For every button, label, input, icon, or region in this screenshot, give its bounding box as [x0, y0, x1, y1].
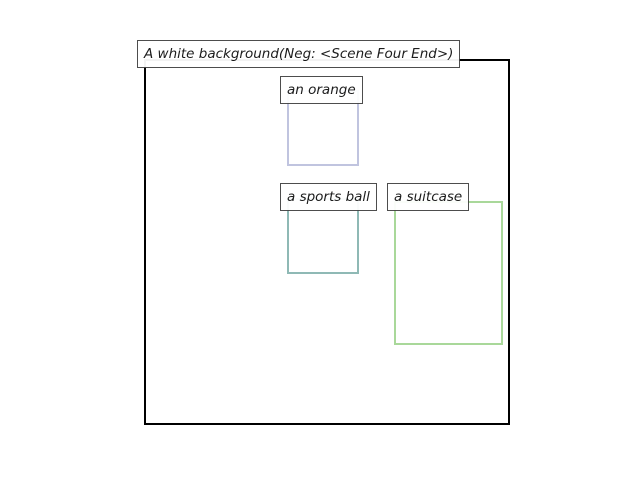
sports-ball-label: a sports ball: [280, 183, 377, 211]
suitcase-label: a suitcase: [387, 183, 470, 211]
scene-label: A white background(Neg: <Scene Four End>…: [137, 40, 461, 68]
suitcase-box: [394, 201, 503, 345]
orange-label: an orange: [280, 76, 363, 104]
